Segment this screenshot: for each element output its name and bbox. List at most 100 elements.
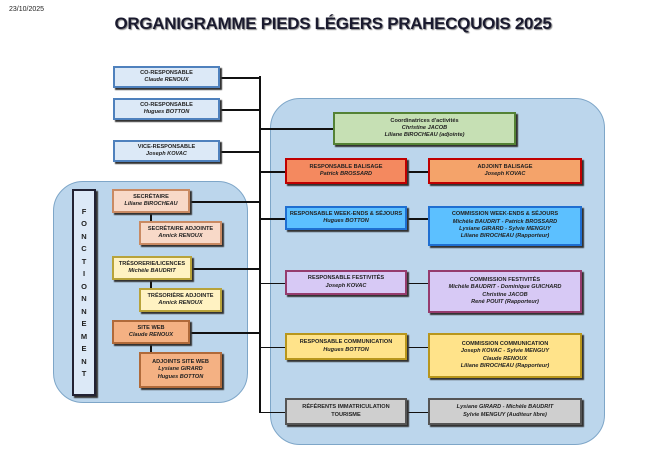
fonctionnement-letter: T <box>81 256 87 266</box>
connector-line <box>260 282 285 284</box>
role-label: SITE WEB <box>137 324 165 331</box>
member-name: Claude RENOUX <box>144 77 189 83</box>
member-name: Sylvie MENGUY (Auditeur libre) <box>463 411 547 418</box>
member-name: Michèle BAUDRIT - Patrick BROSSARD <box>452 218 558 225</box>
member-name: Joseph KOVAC <box>146 151 187 157</box>
connector-line <box>260 128 333 130</box>
connector-line <box>407 218 428 220</box>
member-name: Hugues BOTTON <box>143 109 190 115</box>
role-label: RESPONSABLE WEEK-ENDS & SÉJOURS <box>289 210 403 217</box>
fonctionnement-letter: T <box>81 369 87 379</box>
role-label: TRÉSORIÈRE ADJOINTE <box>147 292 214 299</box>
fonctionnement-letter: E <box>81 344 87 354</box>
member-name: Lysiane GIRARD - Michèle BAUDRIT <box>456 404 554 411</box>
connector-line <box>260 411 285 413</box>
connector-line <box>260 346 285 348</box>
connector-line <box>407 171 428 173</box>
page-title: ORGANIGRAMME PIEDS LÉGERS PRAHECQUOIS 20… <box>114 14 552 33</box>
connector-line <box>407 282 428 284</box>
responsable-box: RÉFÉRENTS IMMATRICULATION TOURISME <box>285 398 407 425</box>
role-label: SECRÉTAIRE ADJOINTE <box>147 225 214 232</box>
role-label: TRÉSORERIE/LICENCES <box>118 260 186 267</box>
member-name: Annick RENOUX <box>158 233 203 239</box>
member-name: Joseph KOVAC - Sylvie MENGUY <box>460 348 550 355</box>
connector-line <box>220 109 260 111</box>
role-label: CO-RESPONSABLE <box>140 69 193 76</box>
member-name: Hugues BOTTON <box>323 218 369 224</box>
connector-line <box>220 77 260 79</box>
connector-line <box>260 171 285 173</box>
connector-line <box>190 201 259 203</box>
fonctionnement-letter: M <box>80 331 88 341</box>
member-name: Christine JACOB <box>482 291 528 298</box>
member-name: Annick RENOUX <box>158 300 203 306</box>
member-name: Claude RENOUX <box>482 355 528 362</box>
role-label: VICE-RESPONSABLE <box>137 143 196 150</box>
member-name: René POUIT (Rapporteur) <box>471 298 539 305</box>
role-label: Coordinatrices d'activités <box>390 117 459 124</box>
fonctionnement-letter: I <box>82 269 86 279</box>
connector-line <box>407 411 428 413</box>
role-label: RESPONSABLE BALISAGE <box>309 163 383 170</box>
fonctionnement-letter: N <box>81 356 87 366</box>
member-name: Hugues BOTTON <box>323 346 369 353</box>
connector-line <box>150 344 152 352</box>
connector-line <box>150 280 152 288</box>
member-name: Christine JACOB <box>401 124 448 131</box>
role-label: COMMISSION COMMUNICATION <box>461 340 549 347</box>
main-connector <box>259 76 261 413</box>
connector-line <box>407 346 428 348</box>
role-label: CO-RESPONSABLE <box>140 101 193 108</box>
role-label: COMMISSION WEEK-ENDS & SÉJOURS <box>451 211 559 218</box>
role-label: COMMISSION FESTIVITÉS <box>469 276 541 283</box>
member-name: Lysiane GIRARD <box>158 366 203 373</box>
fonctionnement-letter: O <box>81 281 87 291</box>
role-label: RESPONSABLE COMMUNICATION <box>299 339 393 346</box>
role-label: ADJOINT BALISAGE <box>477 163 533 170</box>
date: 23/10/2025 <box>9 6 45 13</box>
connector-line <box>260 218 285 220</box>
connector-line <box>192 268 259 270</box>
member-name: Joseph KOVAC <box>325 282 367 289</box>
member-name: Liliane BIROCHEAU (adjointe) <box>384 132 465 139</box>
member-name: Lysiane GIRARD - Sylvie MENGUY <box>459 226 551 232</box>
fonctionnement-letter: E <box>81 319 87 329</box>
member-name: Hugues BOTTON <box>157 373 204 380</box>
role-label: SECRÉTAIRE <box>133 193 169 200</box>
member-name: Patrick BROSSARD <box>319 171 373 177</box>
role-label: RÉFÉRENTS IMMATRICULATION TOURISME <box>302 404 390 418</box>
fonctionnement-letter: O <box>81 219 87 229</box>
member-name: Liliane BIROCHEAU <box>124 201 178 207</box>
fonctionnement-letter: N <box>81 231 87 241</box>
fonctionnement-letter: N <box>81 306 87 316</box>
role-label: RESPONSABLE FESTIVITÉS <box>307 275 385 282</box>
member-name: Joseph KOVAC <box>484 171 526 177</box>
member-name: Liliane BIROCHEAU (Rapporteur) <box>460 362 550 369</box>
member-name: Michèle BAUDRIT - Dominique GUICHARD <box>448 284 562 291</box>
connector-line <box>190 332 259 334</box>
fonctionnement-letter: N <box>81 294 87 304</box>
member-name: Claude RENOUX <box>128 332 174 338</box>
connector-line <box>150 213 152 221</box>
fonctionnement-letter: C <box>81 244 87 254</box>
member-name: Michèle BAUDRIT <box>128 268 176 274</box>
member-name: Liliane BIROCHEAU (Rapporteur) <box>460 233 550 240</box>
